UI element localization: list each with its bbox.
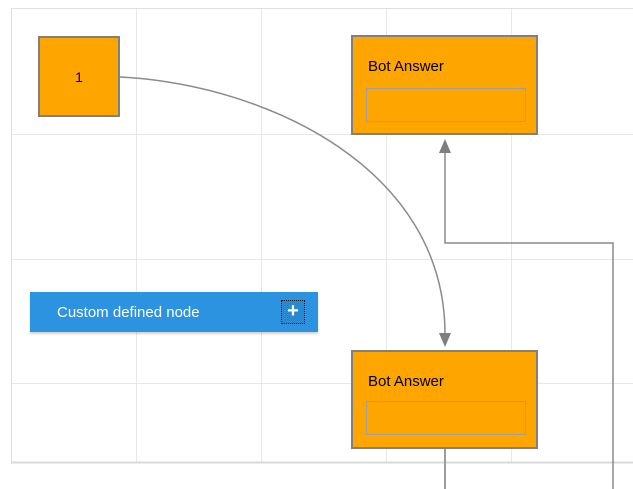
add-icon[interactable]: + — [281, 300, 305, 324]
node-1[interactable]: 1 — [38, 36, 120, 117]
node-1-label: 1 — [75, 68, 83, 85]
arrowhead-up-icon — [439, 139, 451, 153]
arrowhead-down-icon — [439, 333, 451, 347]
bot-answer-label: Bot Answer — [368, 58, 444, 75]
node-custom-defined[interactable]: Custom defined node + — [30, 292, 318, 332]
bot-answer-label: Bot Answer — [368, 373, 444, 390]
bot-answer-input[interactable] — [366, 88, 526, 122]
connector-curve[interactable] — [119, 76, 446, 335]
bot-answer-input[interactable] — [366, 401, 526, 435]
node-bot-answer-top[interactable]: Bot Answer — [351, 35, 538, 135]
connector-orthogonal[interactable] — [444, 153, 614, 489]
node-bot-answer-bottom[interactable]: Bot Answer — [351, 350, 538, 449]
custom-node-label: Custom defined node — [57, 303, 200, 321]
